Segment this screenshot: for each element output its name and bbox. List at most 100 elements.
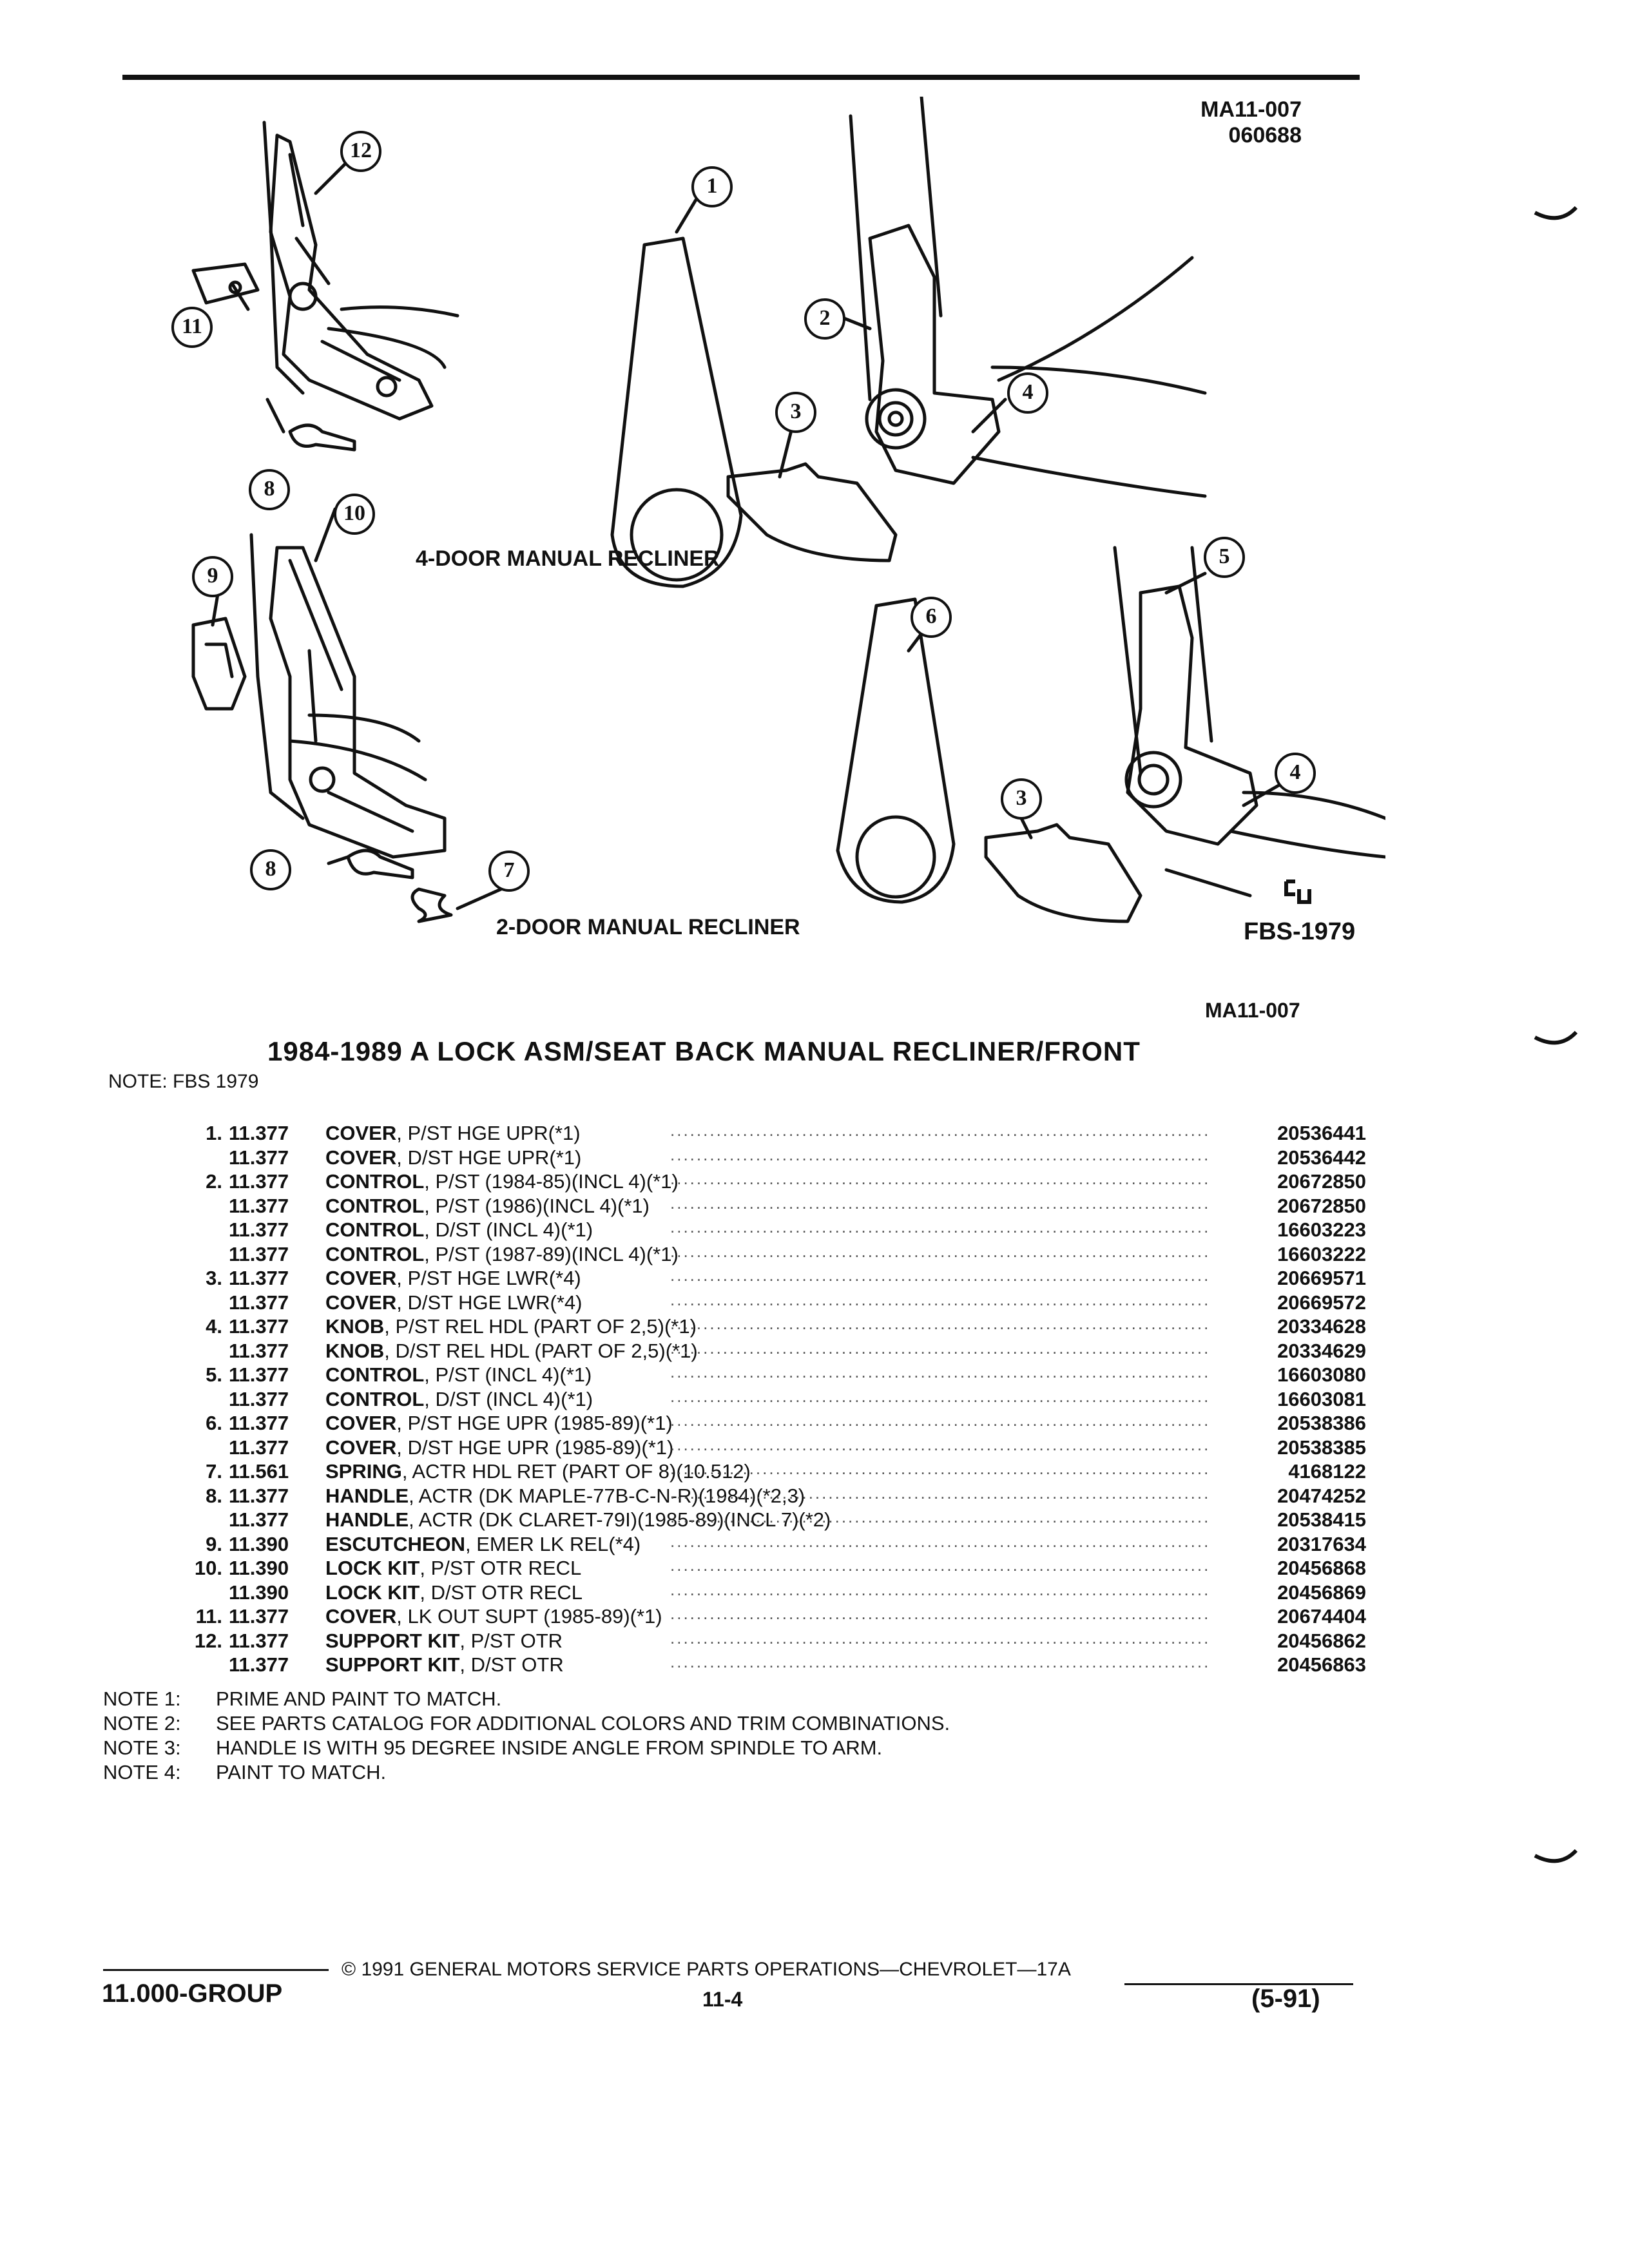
- part-description: COVER, P/ST HGE UPR (1985-89)(*1): [325, 1411, 673, 1436]
- part-description: COVER, P/ST HGE UPR(*1): [325, 1121, 581, 1146]
- part-row: 11.377 CONTROL, D/ST (INCL 4)(*1) ......…: [103, 1217, 1366, 1242]
- part-number: 20672850: [1277, 1194, 1366, 1217]
- part-9-shape: [191, 617, 247, 711]
- part-detail: , D/ST OTR RECL: [419, 1581, 583, 1604]
- part-row: 12. 11.377 SUPPORT KIT, P/ST OTR .......…: [103, 1628, 1366, 1653]
- leader-dots: ........................................…: [670, 1410, 1211, 1430]
- part-name: COVER: [325, 1436, 397, 1459]
- part-number: 16603222: [1277, 1242, 1366, 1265]
- part-index: 11.: [195, 1605, 222, 1628]
- part-description: COVER, D/ST HGE UPR (1985-89)(*1): [325, 1436, 673, 1460]
- part-group: 11.377: [229, 1508, 289, 1531]
- part-name: SUPPORT KIT: [325, 1629, 460, 1652]
- part-description: SUPPORT KIT, P/ST OTR: [325, 1629, 563, 1653]
- part-detail: , P/ST HGE LWR(*4): [396, 1267, 581, 1289]
- part-index: 12.: [194, 1629, 222, 1652]
- part-detail: , P/ST (INCL 4)(*1): [424, 1363, 592, 1386]
- part-name: KNOB: [325, 1339, 385, 1362]
- part-1-shape: [610, 236, 743, 588]
- leader-dots: ........................................…: [670, 1338, 1211, 1358]
- part-group: 11.390: [229, 1557, 289, 1579]
- part-number: 20334628: [1277, 1315, 1366, 1338]
- margin-mark-icon: [1534, 1031, 1578, 1045]
- part-number: 20672850: [1277, 1170, 1366, 1193]
- part-name: COVER: [325, 1146, 397, 1169]
- part-detail: , ACTR HDL RET (PART OF 8)(10.512): [401, 1460, 751, 1483]
- part-detail: , D/ST HGE LWR(*4): [396, 1291, 583, 1314]
- callout-11: 11: [181, 314, 203, 338]
- part-name: CONTROL: [325, 1363, 425, 1386]
- note-row: NOTE 2:SEE PARTS CATALOG FOR ADDITIONAL …: [103, 1711, 950, 1736]
- part-name: COVER: [325, 1291, 397, 1314]
- part-group: 11.377: [229, 1629, 289, 1652]
- part-row: 3. 11.377 COVER, P/ST HGE LWR(*4) ......…: [103, 1265, 1366, 1291]
- part-detail: , D/ST OTR: [459, 1653, 564, 1676]
- footer-date: (5-91): [1251, 1984, 1320, 2013]
- page-title: 1984-1989 A LOCK ASM/SEAT BACK MANUAL RE…: [267, 1036, 1141, 1066]
- footer-page-number: 11-4: [702, 1988, 743, 2011]
- part-number: 4168122: [1288, 1460, 1366, 1483]
- note-row: NOTE 1:PRIME AND PAINT TO MATCH.: [103, 1687, 950, 1711]
- leader-dots: ........................................…: [670, 1120, 1211, 1140]
- part-description: COVER, D/ST HGE UPR(*1): [325, 1146, 581, 1170]
- callout-8-upper: 8: [264, 477, 275, 501]
- note-label: NOTE 1:: [103, 1687, 181, 1710]
- part-row: 11.377 HANDLE, ACTR (DK CLARET-79I)(1985…: [103, 1507, 1366, 1532]
- part-detail: , P/ST HGE UPR(*1): [396, 1122, 581, 1144]
- part-group: 11.377: [229, 1436, 289, 1459]
- part-detail: , P/ST (1987-89)(INCL 4)(*1): [424, 1242, 679, 1265]
- part-group: 11.377: [229, 1315, 289, 1338]
- callout-10: 10: [343, 501, 365, 525]
- part-group: 11.377: [229, 1291, 289, 1314]
- part-name: CONTROL: [325, 1387, 425, 1410]
- part-name: COVER: [325, 1412, 397, 1434]
- part-row: 11.377 CONTROL, D/ST (INCL 4)(*1) ......…: [103, 1387, 1366, 1412]
- part-number: 20538385: [1277, 1436, 1366, 1459]
- part-description: LOCK KIT, D/ST OTR RECL: [325, 1581, 583, 1605]
- part-number: 16603080: [1277, 1363, 1366, 1386]
- part-name: SUPPORT KIT: [325, 1653, 460, 1676]
- part-description: HANDLE, ACTR (DK MAPLE-77B-C-N-R)(1984)(…: [325, 1484, 805, 1508]
- part-name: COVER: [325, 1267, 397, 1289]
- hinge-2door: [249, 533, 447, 859]
- leader-dots: ........................................…: [670, 1362, 1211, 1381]
- part-group: 11.377: [229, 1363, 289, 1386]
- part-number: 20536442: [1277, 1146, 1366, 1169]
- part-description: CONTROL, P/ST (1987-89)(INCL 4)(*1): [325, 1242, 679, 1267]
- leader-dots: ........................................…: [670, 1314, 1211, 1333]
- part-number: 20456863: [1277, 1653, 1366, 1676]
- part-group: 11.377: [229, 1653, 289, 1676]
- part-detail: , P/ST (1986)(INCL 4)(*1): [424, 1194, 650, 1217]
- figure-id-code: MA11-007: [1200, 97, 1302, 122]
- fbs-symbol-icon: [1284, 879, 1311, 904]
- part-number: 20669571: [1277, 1267, 1366, 1289]
- part-group: 11.377: [229, 1194, 289, 1217]
- part-group: 11.377: [229, 1387, 289, 1410]
- part-index: 3.: [206, 1267, 222, 1289]
- part-detail: , P/ST HGE UPR (1985-89)(*1): [396, 1412, 673, 1434]
- leader-dots: ........................................…: [670, 1652, 1211, 1671]
- part-number: 20456868: [1277, 1557, 1366, 1579]
- part-3-lower-shape: [984, 823, 1142, 923]
- leader-dots: ........................................…: [670, 1169, 1211, 1188]
- note-header: NOTE: FBS 1979: [108, 1071, 259, 1092]
- margin-mark-icon: [1534, 206, 1578, 220]
- top-rule: [122, 75, 1360, 80]
- part-group: 11.377: [229, 1339, 289, 1362]
- part-number: 20538415: [1277, 1508, 1366, 1531]
- part-row: 11. 11.377 COVER, LK OUT SUPT (1985-89)(…: [103, 1604, 1366, 1629]
- part-name: CONTROL: [325, 1218, 425, 1241]
- part-name: SPRING: [325, 1460, 402, 1483]
- part-row: 11.377 CONTROL, P/ST (1986)(INCL 4)(*1) …: [103, 1193, 1366, 1218]
- part-group: 11.377: [229, 1605, 289, 1628]
- part-description: HANDLE, ACTR (DK CLARET-79I)(1985-89)(IN…: [325, 1508, 831, 1532]
- part-group: 11.377: [229, 1484, 289, 1507]
- part-group: 11.377: [229, 1170, 289, 1193]
- part-number: 20334629: [1277, 1339, 1366, 1362]
- leader-dots: ........................................…: [670, 1241, 1211, 1261]
- part-3-upper-shape: [726, 462, 898, 562]
- part-index: 1.: [206, 1122, 222, 1144]
- part-name: CONTROL: [325, 1194, 425, 1217]
- part-description: CONTROL, P/ST (INCL 4)(*1): [325, 1363, 592, 1387]
- callout-2: 2: [819, 306, 831, 330]
